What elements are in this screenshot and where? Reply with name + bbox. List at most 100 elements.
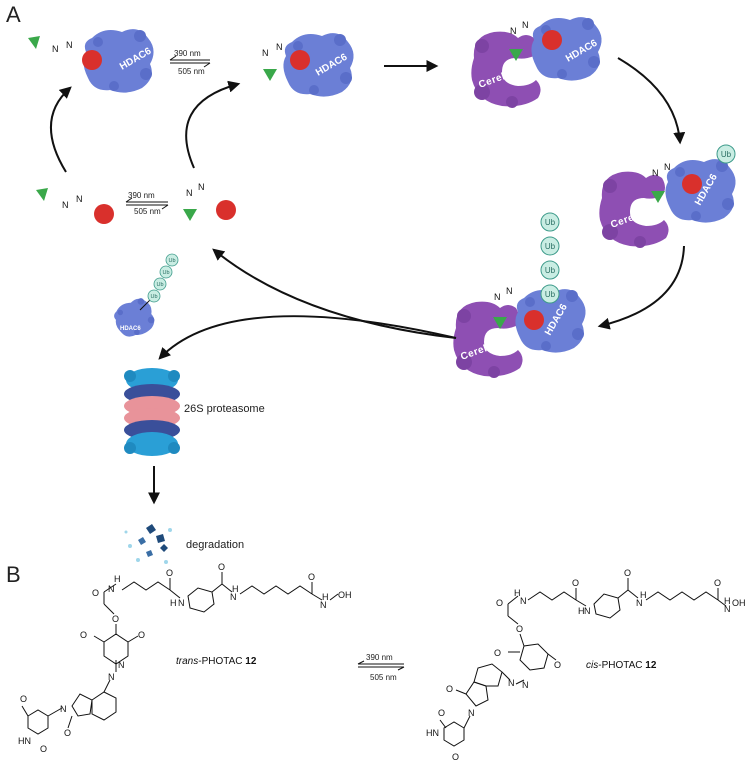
panel-label-a: A bbox=[6, 2, 21, 27]
arrow-to-polyub bbox=[597, 245, 685, 330]
azo-n5: N bbox=[510, 26, 517, 36]
t-o6: O bbox=[112, 614, 119, 624]
azo-n13: N bbox=[186, 188, 193, 198]
t-o1: O bbox=[20, 694, 27, 704]
c-n7: N bbox=[724, 604, 731, 614]
cis-photac-label: cis-PHOTAC 12 bbox=[586, 660, 657, 671]
azo-n7: N bbox=[652, 168, 659, 178]
azo-n9: N bbox=[494, 292, 501, 302]
azo-n10: N bbox=[506, 286, 513, 296]
wl-390-top: 390 nm bbox=[174, 49, 201, 58]
polyubiquitinated-complex: Cereblon HDAC6 N N Ub Ub Ub Ub bbox=[453, 212, 586, 378]
c-o3: O bbox=[446, 684, 453, 694]
t-o8: O bbox=[166, 568, 173, 578]
c-o10: O bbox=[714, 578, 721, 588]
t-h4: H bbox=[232, 584, 239, 594]
hdac-ligand-2 bbox=[290, 50, 310, 70]
azo-n8: N bbox=[664, 162, 671, 172]
panel-label-b: B bbox=[6, 562, 21, 587]
azo-n14: N bbox=[198, 182, 205, 192]
c-n6: N bbox=[636, 598, 643, 608]
c-o5: O bbox=[554, 660, 561, 670]
photoswitch-equilibrium-top: 390 nm 505 nm bbox=[169, 49, 211, 76]
t-o3: O bbox=[64, 728, 71, 738]
t-n3: N bbox=[118, 660, 125, 670]
hdac-ligand-3 bbox=[542, 30, 562, 50]
t-nh2: H bbox=[170, 598, 177, 608]
trans-photac-hdac6-complex: HDAC6 N N bbox=[28, 29, 154, 93]
azo-n11: N bbox=[62, 200, 69, 210]
azo-n6: N bbox=[522, 20, 529, 30]
t-n1: N bbox=[60, 704, 67, 714]
hdac-ligand bbox=[82, 50, 102, 70]
wl-390-b: 390 nm bbox=[366, 653, 393, 662]
ternary-complex-ub1: Cereblon HDAC6 N N Ub bbox=[599, 144, 736, 248]
t-o9: O bbox=[218, 562, 225, 572]
ub-label-4: Ub bbox=[545, 266, 556, 275]
ub-label-2: Ub bbox=[545, 218, 556, 227]
c-o7: O bbox=[496, 598, 503, 608]
arrow-recycle bbox=[212, 248, 457, 339]
t-o10: O bbox=[308, 572, 315, 582]
free-ligand-cis bbox=[216, 200, 236, 220]
c-h3: H bbox=[640, 590, 647, 600]
t-o2: O bbox=[40, 744, 47, 754]
azo-n3: N bbox=[262, 48, 269, 58]
wl-505-mid: 505 nm bbox=[134, 207, 161, 216]
c-oh: OH bbox=[732, 598, 746, 608]
c-o6: O bbox=[516, 624, 523, 634]
free-ligand-trans bbox=[94, 204, 114, 224]
ub-small-4: Ub bbox=[168, 258, 175, 264]
proteasome: 26S proteasome bbox=[124, 368, 265, 456]
c-o8: O bbox=[572, 578, 579, 588]
c-o9: O bbox=[624, 568, 631, 578]
t-nh2n: N bbox=[178, 598, 185, 608]
degradation-fragments: degradation bbox=[124, 524, 244, 564]
azo-n1: N bbox=[52, 44, 59, 54]
wl-505-b: 505 nm bbox=[370, 673, 397, 682]
arrow-bind-cis bbox=[185, 80, 241, 169]
c-o2: O bbox=[452, 752, 459, 761]
c-n4: N bbox=[520, 596, 527, 606]
cis-photac-hdac6-complex: HDAC6 N N bbox=[262, 33, 354, 97]
c-n1: N bbox=[468, 708, 475, 718]
t-nh1n: N bbox=[108, 584, 115, 594]
t-h5: H bbox=[322, 592, 329, 602]
wl-505-top: 505 nm bbox=[178, 67, 205, 76]
t-o7: O bbox=[92, 588, 99, 598]
c-h2: H bbox=[578, 606, 585, 616]
c-n2: N bbox=[508, 678, 515, 688]
ub-small-1: Ub bbox=[150, 294, 157, 300]
c-h4: H bbox=[724, 596, 731, 606]
cis-photac-structure: O HN O N O N N O O O O H N O N H O bbox=[426, 568, 746, 761]
c-hn: HN bbox=[426, 728, 439, 738]
c-h1: H bbox=[514, 588, 521, 598]
arrow-to-ub1 bbox=[617, 57, 686, 145]
hdac6-label-6: HDAC6 bbox=[120, 326, 141, 332]
ub-label-3: Ub bbox=[545, 242, 556, 251]
t-n5: N bbox=[320, 600, 327, 610]
released-ub-hdac6: HDAC6 Ub Ub Ub Ub bbox=[110, 253, 179, 342]
c-o4: O bbox=[494, 648, 501, 658]
t-n2: N bbox=[108, 672, 115, 682]
proteasome-label: 26S proteasome bbox=[184, 403, 265, 415]
t-o4: O bbox=[80, 630, 87, 640]
t-hn: HN bbox=[18, 736, 31, 746]
wl-390-mid: 390 nm bbox=[128, 191, 155, 200]
trans-photac-structure: O HN O N O N N O O O O H N O H N bbox=[18, 562, 352, 754]
ub-label-1: Ub bbox=[721, 150, 732, 159]
ub-small-2: Ub bbox=[156, 282, 163, 288]
azo-n12: N bbox=[76, 194, 83, 204]
hdac-ligand-4 bbox=[682, 174, 702, 194]
ub-small-3: Ub bbox=[162, 270, 169, 276]
c-n3: N bbox=[522, 680, 529, 690]
trans-photac-label: trans-PHOTAC 12 bbox=[176, 656, 257, 667]
t-oh: OH bbox=[338, 590, 352, 600]
t-nh1: H bbox=[114, 574, 121, 584]
ub-label-5: Ub bbox=[545, 290, 556, 299]
c-o1: O bbox=[438, 708, 445, 718]
degradation-label: degradation bbox=[186, 539, 244, 551]
t-o5: O bbox=[138, 630, 145, 640]
hdac-ligand-5 bbox=[524, 310, 544, 330]
